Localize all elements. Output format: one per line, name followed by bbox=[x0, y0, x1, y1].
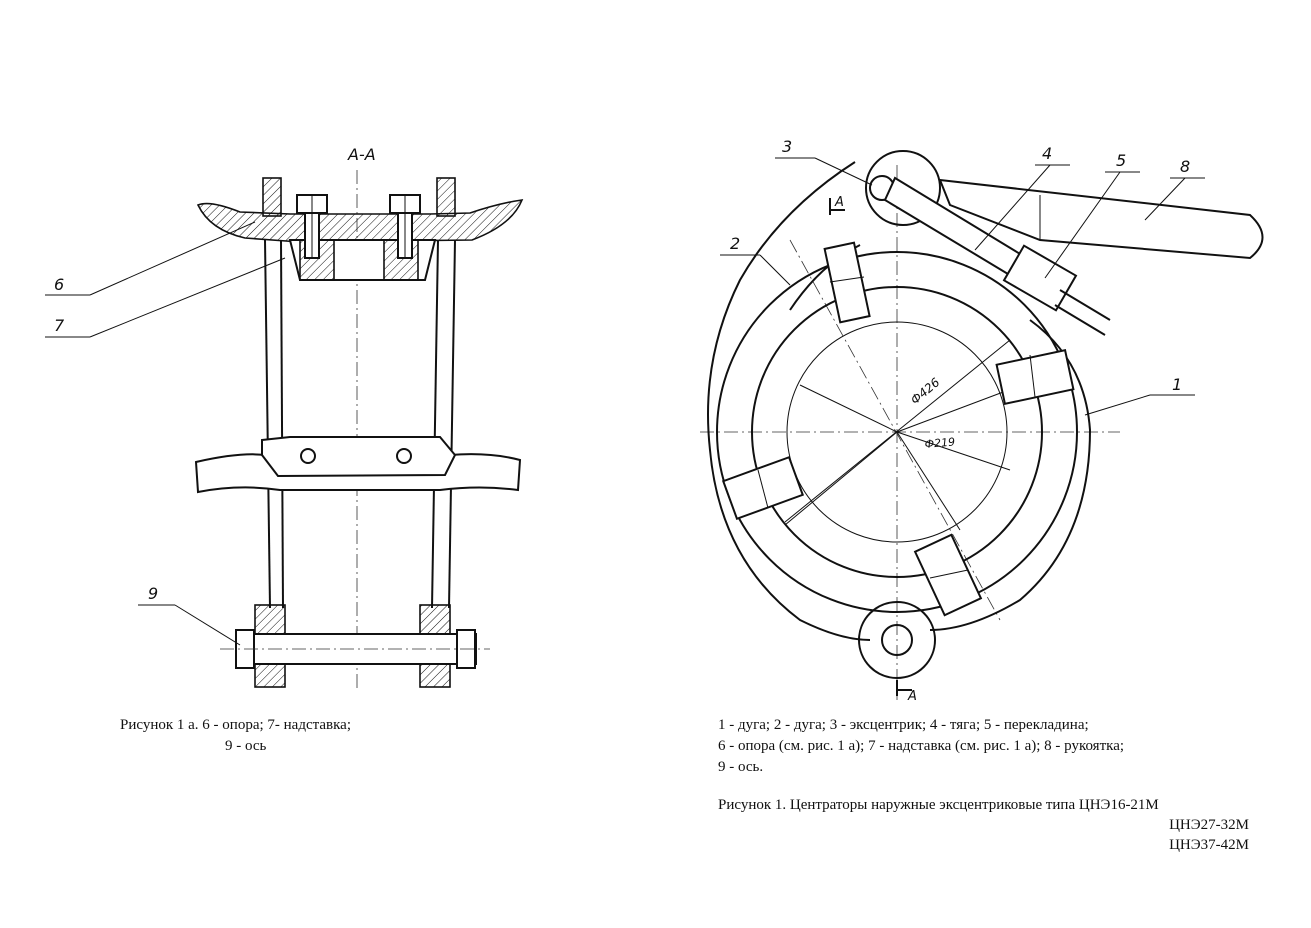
diagonal-centerline bbox=[789, 239, 1001, 621]
figure-1-title-line3: ЦНЭ37-42М bbox=[1169, 837, 1249, 853]
left-rod-outer bbox=[264, 239, 271, 609]
bottom-hinge bbox=[858, 601, 936, 679]
svg-text:А: А bbox=[834, 195, 844, 210]
callout-8: 8 bbox=[1144, 157, 1205, 221]
dim-outer-label: Ф426 bbox=[908, 375, 943, 407]
legend-line1: 1 - дуга; 2 - дуга; 3 - эксцентрик; 4 - … bbox=[718, 717, 1089, 733]
lower-hole-right bbox=[396, 448, 412, 464]
svg-text:А: А bbox=[907, 689, 917, 704]
right-top-lug bbox=[436, 177, 456, 217]
callout-3: 3 bbox=[775, 137, 873, 186]
section-mark-bottom: А bbox=[896, 680, 917, 704]
eccentric-3 bbox=[865, 150, 941, 226]
section-view-a-a: А-А bbox=[45, 145, 524, 690]
legend-line3: 9 - ось. bbox=[718, 759, 764, 775]
svg-text:4: 4 bbox=[1042, 144, 1052, 163]
left-rod-inner bbox=[280, 239, 284, 609]
right-rod-inner bbox=[431, 239, 439, 609]
jaw-block-right bbox=[995, 348, 1075, 406]
dim-426-leader bbox=[784, 339, 1011, 523]
outer-arc-2 bbox=[707, 161, 871, 641]
svg-text:3: 3 bbox=[782, 137, 792, 156]
callout-2: 2 bbox=[720, 234, 791, 286]
jaw-block-bottom bbox=[913, 533, 983, 617]
dim-inner-label: Ф219 bbox=[924, 435, 955, 451]
crossbar-5 bbox=[1002, 244, 1111, 336]
bottom-hinge-pin bbox=[881, 624, 913, 656]
figure-1a-caption-line1: Рисунок 1 а. 6 - опора; 7- надставка; bbox=[120, 717, 351, 733]
figure-1-title-line2: ЦНЭ27-32М bbox=[1169, 817, 1249, 833]
figure-1a-caption-line2: 9 - ось bbox=[225, 738, 267, 754]
inner-ring bbox=[751, 286, 1043, 578]
callout-5: 5 bbox=[1044, 151, 1140, 279]
svg-text:2: 2 bbox=[730, 234, 740, 253]
right-rod-outer bbox=[448, 239, 456, 609]
callout-6: 6 bbox=[45, 221, 256, 296]
callout-4: 4 bbox=[974, 144, 1070, 251]
left-top-lug bbox=[262, 177, 282, 217]
section-mark-top: А bbox=[829, 195, 845, 215]
handle-8 bbox=[938, 178, 1264, 260]
top-bolt-left bbox=[296, 194, 328, 259]
outer-arc-1 bbox=[929, 319, 1092, 631]
main-view: Ф426 Ф219 А А 1 2 3 bbox=[700, 137, 1264, 704]
outer-ring bbox=[716, 251, 1078, 613]
lower-hole-left bbox=[300, 448, 316, 464]
figure-1-title-line1: Рисунок 1. Центраторы наружные эксцентри… bbox=[718, 797, 1159, 813]
svg-text:6: 6 bbox=[54, 275, 64, 294]
pipe-outline bbox=[786, 321, 1008, 543]
support-plate bbox=[196, 199, 524, 243]
svg-text:7: 7 bbox=[54, 316, 65, 335]
radial-lines bbox=[784, 379, 1036, 531]
callout-7: 7 bbox=[45, 257, 286, 338]
svg-text:9: 9 bbox=[148, 584, 158, 603]
top-bolt-right bbox=[389, 194, 421, 259]
callout-1: 1 bbox=[1084, 375, 1195, 416]
lower-block bbox=[261, 436, 457, 478]
section-label: А-А bbox=[347, 145, 376, 164]
svg-text:8: 8 bbox=[1180, 157, 1190, 176]
jaw-block-left bbox=[721, 455, 805, 521]
legend-line2: 6 - опора (см. рис. 1 а); 7 - надставка … bbox=[718, 738, 1125, 754]
svg-text:5: 5 bbox=[1116, 151, 1126, 170]
jaw-block-top bbox=[823, 241, 871, 324]
callout-9: 9 bbox=[138, 584, 241, 646]
svg-text:1: 1 bbox=[1172, 375, 1182, 394]
